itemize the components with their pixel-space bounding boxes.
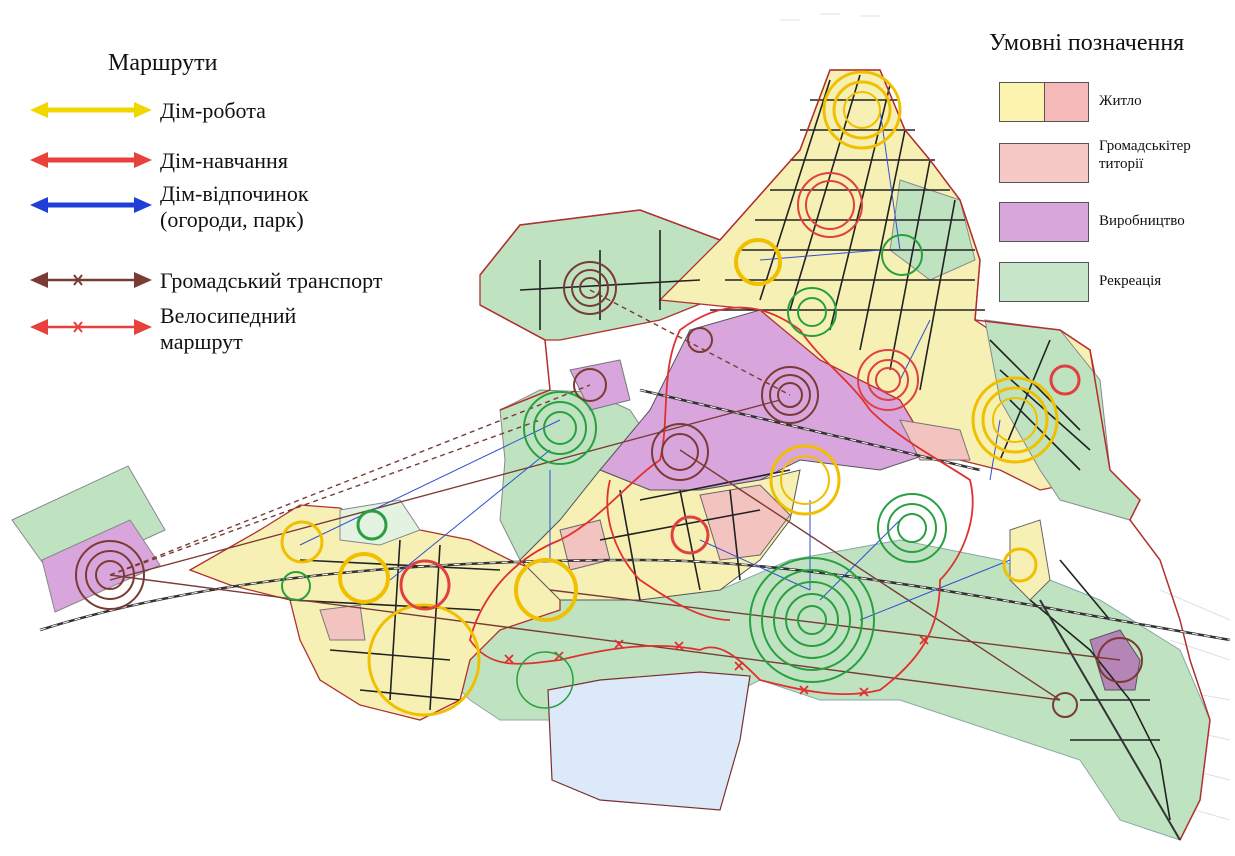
zone-swatch [999, 202, 1089, 242]
public-transport-lines [109, 289, 1121, 701]
node-work-north [822, 70, 902, 150]
west-industrial-block [11, 465, 166, 613]
node-transport-se [1052, 692, 1078, 718]
zone-legend-label-line: Житло [1099, 93, 1142, 109]
route-legend-label: Дім-відпочинок(огороди, парк) [160, 181, 309, 233]
city-border [479, 69, 1211, 841]
route-legend-label-line: Дім-навчання [160, 148, 288, 173]
node-transport-small [573, 368, 607, 402]
zone-legend-label: Громадськітер титорії [1099, 137, 1229, 173]
route-legend-label-line: Велосипедний [160, 303, 297, 328]
street-network [289, 74, 1171, 821]
lake [547, 671, 751, 811]
zone-legend-label: Житло [1099, 92, 1229, 110]
city-zones [188, 69, 1211, 841]
node-rec-sw [281, 571, 311, 601]
double-arrow-icon [30, 152, 152, 168]
route-legend-label-line: Дім-відпочинок [160, 181, 309, 206]
transport-nodes [75, 261, 1143, 718]
node-work-east [971, 376, 1059, 464]
node-rec-nw [523, 391, 597, 465]
node-study-west [399, 559, 451, 611]
node-work-west-2 [338, 552, 390, 604]
recreation-nodes [281, 234, 947, 709]
bicycle-route-marks [504, 635, 929, 697]
zone-legend-label-line: Виробництво [1099, 213, 1185, 229]
zone-swatch [999, 82, 1089, 122]
node-work-mid [734, 238, 782, 286]
node-rec-south [516, 651, 574, 709]
node-work-west-3 [280, 520, 324, 564]
zone-legend-label: Виробництво [1099, 212, 1229, 230]
routes-legend-title: Маршрути [108, 50, 218, 76]
node-work-east-2 [1002, 547, 1038, 583]
study-nodes [399, 172, 1081, 611]
node-work-sw [367, 603, 481, 717]
node-rec-north-2 [881, 234, 923, 276]
node-work-west-1 [514, 558, 578, 622]
bicycle-route [469, 306, 974, 695]
zone-swatch [999, 143, 1089, 183]
node-rec-east [877, 493, 947, 563]
work-nodes [280, 70, 1059, 717]
node-transport-nw [563, 261, 617, 315]
node-transport-north [687, 327, 713, 353]
node-study-center [857, 349, 919, 411]
zone-industry-small [569, 359, 631, 411]
crossed-arrow-icon [30, 319, 152, 335]
zone-swatch [999, 262, 1089, 302]
route-legend-label: Дім-навчання [160, 148, 288, 174]
node-transport-west [75, 540, 145, 610]
node-rec-north-1 [787, 287, 837, 337]
double-arrow-icon [30, 102, 152, 118]
zones-legend-title: Умовні позначення [989, 30, 1185, 56]
zone-legend-label: Рекреація [1099, 272, 1229, 290]
zone-legend-label-line: титорії [1099, 156, 1144, 172]
node-transport-mid [651, 423, 709, 481]
double-arrow-icon [30, 197, 152, 213]
node-rec-west [356, 509, 388, 541]
route-legend-label-line: Громадський транспорт [160, 268, 383, 293]
node-rec-big [749, 557, 875, 683]
node-study-east [1049, 364, 1081, 396]
route-legend-label-line: маршрут [160, 329, 243, 354]
zone-legend-label-line: Рекреація [1099, 273, 1162, 289]
node-transport-east [1097, 637, 1143, 683]
node-study-north [797, 172, 863, 238]
route-legend-label-line: Дім-робота [160, 98, 266, 123]
railway [39, 388, 1231, 841]
zone-legend-label-line: Громадськітер [1099, 138, 1191, 154]
node-transport-center [761, 366, 819, 424]
crossed-arrow-icon [30, 272, 152, 288]
zone-public-4 [899, 419, 971, 461]
zone-public-1 [699, 484, 791, 561]
node-work-central [769, 444, 841, 516]
route-legend-label: Громадський транспорт [160, 268, 382, 294]
route-legend-label-line: (огороди, парк) [160, 207, 304, 232]
node-study-mid [670, 515, 710, 555]
route-legend-label: Дім-робота [160, 98, 266, 124]
